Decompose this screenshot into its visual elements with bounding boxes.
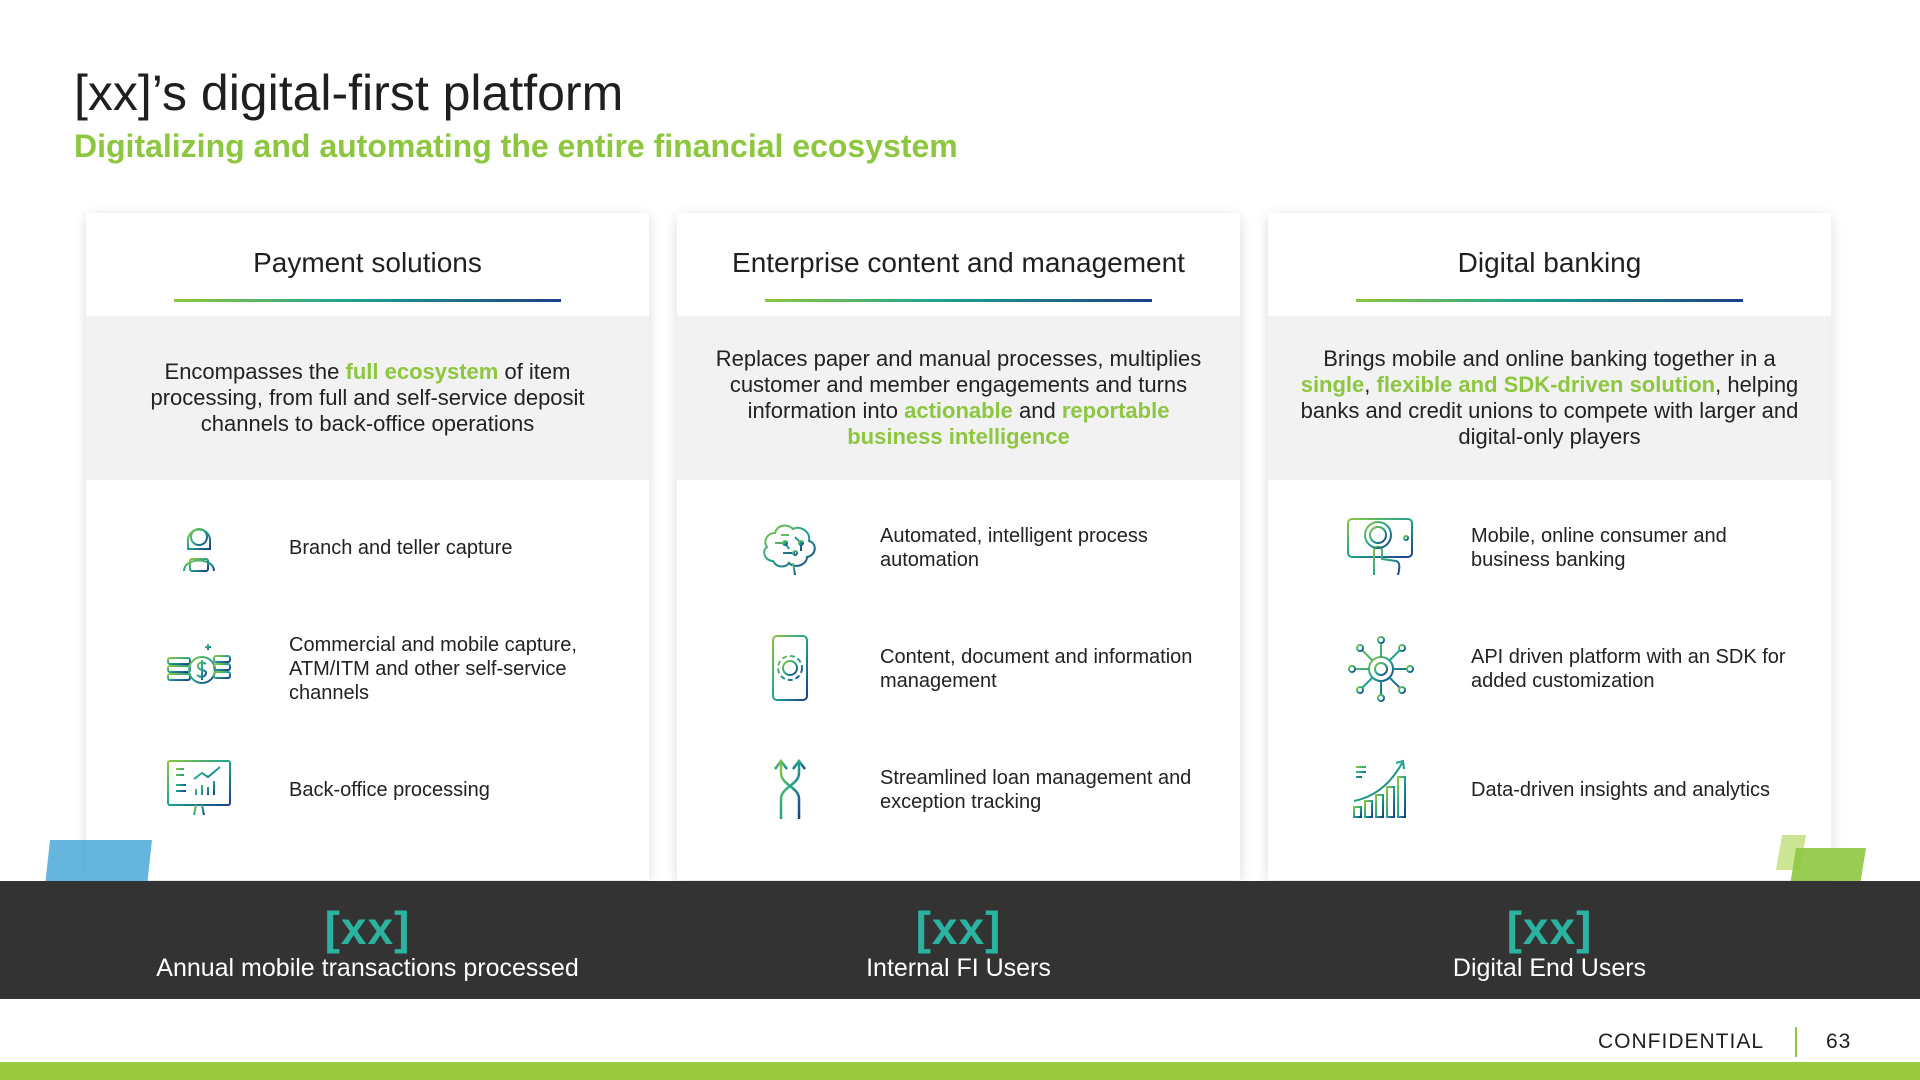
feature-label: Commercial and mobile capture, ATM/ITM a… [289,634,577,704]
highlight-text: single [1300,372,1365,397]
page-number: 63 [1826,1030,1852,1053]
panel-header: Payment solutions [86,213,649,316]
panel-header: Digital banking [1268,213,1831,316]
description-text: Replaces paper and manual processes, mul… [701,346,1216,450]
stat-caption: Digital End Users [1452,954,1647,982]
title-underline [1356,299,1743,302]
description-segment: Brings mobile and online banking togethe… [1323,346,1776,371]
description-text: Brings mobile and online banking togethe… [1292,346,1807,450]
highlight-text: actionable [904,398,1013,423]
description-text: Encompasses the full ecosystem of item p… [110,359,625,437]
touch-tablet-icon [1347,518,1413,580]
monitor-dashboard-icon [167,760,231,816]
feature-item: Back-office processing [86,745,649,835]
footer-divider [1795,1027,1797,1057]
feature-label: Branch and teller capture [289,537,513,559]
panel-description: Replaces paper and manual processes, mul… [677,316,1240,480]
feature-label: API driven platform with an SDK for adde… [1471,646,1786,692]
panel-title: Enterprise content and management [732,247,1185,278]
highlight-text: flexible and SDK-driven solution [1376,372,1716,397]
title-underline [765,299,1152,302]
feature-item: Branch and teller capture [86,503,649,593]
panel-description: Encompasses the full ecosystem of item p… [86,316,649,480]
feature-item: Automated, intelligent process automatio… [677,503,1240,593]
title-underline [174,299,561,302]
description-segment: and [1012,398,1062,423]
phone-gear-icon [772,635,808,701]
description-segment: Replaces paper and manual processes, mul… [715,346,1202,423]
feature-label: Mobile, online consumer and business ban… [1471,525,1727,571]
description-segment: , helping banks and credit unions to com… [1300,372,1799,449]
panel-header: Enterprise content and management [677,213,1240,316]
panel-digital-banking: Digital banking Brings mobile and online… [1268,213,1831,880]
merging-arrows-icon [774,758,806,819]
description-segment: of item processing, from full and self-s… [150,359,585,436]
feature-label: Data-driven insights and analytics [1471,779,1771,801]
teller-icon [182,528,216,574]
highlight-text: full ecosystem [345,359,499,384]
feature-label: Automated, intelligent process automatio… [880,525,1148,571]
description-segment: Encompasses the [164,359,346,384]
feature-item: API driven platform with an SDK for adde… [1268,624,1831,714]
panel-payment-solutions: Payment solutions Encompasses the full e… [86,213,649,880]
feature-label: Content, document and information manage… [880,646,1193,692]
description-segment: , [1364,372,1377,397]
feature-label: Streamlined loan management and exceptio… [880,767,1192,813]
stat-caption: Annual mobile transactions processed [156,954,579,982]
stat-value: [xx] [915,902,1002,954]
feature-item: Data-driven insights and analytics [1268,745,1831,835]
growth-chart-icon [1350,759,1412,820]
panel-enterprise-content: Enterprise content and management Replac… [677,213,1240,880]
panel-title: Digital banking [1457,247,1642,278]
feature-item: Mobile, online consumer and business ban… [1268,503,1831,593]
highlight-text: reportable business intelligence [847,398,1170,449]
brain-circuit-icon [763,524,816,576]
panel-description: Brings mobile and online banking togethe… [1268,316,1831,480]
feature-item: Commercial and mobile capture, ATM/ITM a… [86,624,649,714]
feature-item: Content, document and information manage… [677,624,1240,714]
confidential-label: CONFIDENTIAL [1598,1030,1765,1053]
api-network-icon [1348,636,1414,702]
coins-dollar-icon [167,644,231,684]
page-title: [xx]’s digital-first platform [74,65,624,121]
bottom-accent-bar [0,1062,1920,1080]
stat-caption: Internal FI Users [866,954,1051,982]
stat-value: [xx] [324,902,411,954]
feature-label: Back-office processing [289,779,490,801]
stat-value: [xx] [1506,902,1593,954]
panel-title: Payment solutions [253,247,482,278]
feature-item: Streamlined loan management and exceptio… [677,745,1240,835]
stats-band: [xx] Annual mobile transactions processe… [0,881,1920,999]
page-subtitle: Digitalizing and automating the entire f… [74,128,958,164]
